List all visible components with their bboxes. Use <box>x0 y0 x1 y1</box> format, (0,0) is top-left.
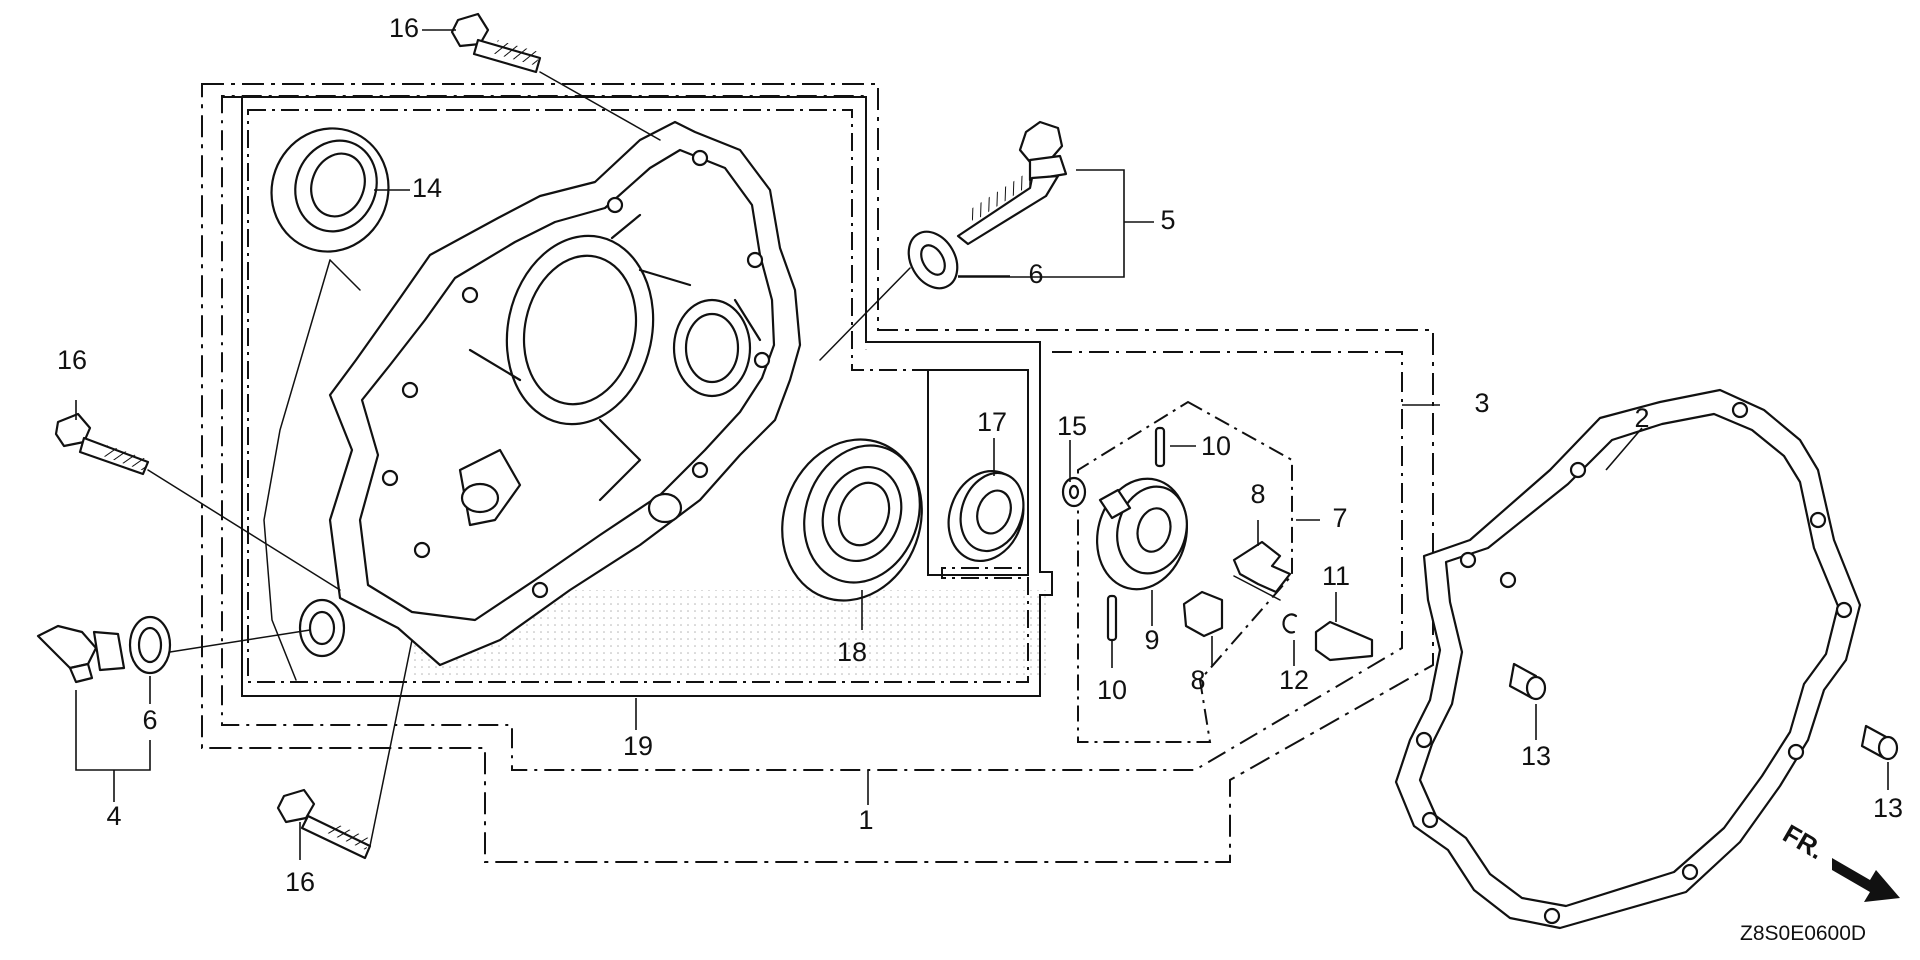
drain-plug-washer <box>128 615 172 675</box>
governor-pin-lower <box>1106 594 1118 642</box>
dowel-pin-b <box>1860 724 1899 761</box>
flange-bolt-bottom <box>276 788 372 860</box>
governor-clip <box>1282 613 1298 634</box>
callout-label: 16 <box>389 13 419 43</box>
callout-label: 9 <box>1144 625 1159 655</box>
callout-label: 19 <box>623 731 653 761</box>
callout-label: 16 <box>57 345 87 375</box>
group-outline-inner <box>247 109 1029 683</box>
front-direction-indicator: FR. <box>1778 818 1900 902</box>
callout-label: 6 <box>142 705 157 735</box>
callout-label: 14 <box>412 173 442 203</box>
callout-label: 18 <box>837 637 867 667</box>
callout-label: 8 <box>1250 479 1265 509</box>
drain-plug <box>36 624 126 684</box>
ball-bearing-large <box>781 438 923 602</box>
callout-label: 6 <box>1028 259 1043 289</box>
case-gasket <box>1394 388 1862 930</box>
callout-label: 12 <box>1279 665 1309 695</box>
callout-label: 16 <box>285 867 315 897</box>
governor-washer <box>1061 476 1087 508</box>
governor-gear <box>1095 477 1189 591</box>
callout-labels: 16 14 5 6 16 17 15 10 3 2 8 7 11 9 18 8 … <box>57 13 1903 897</box>
governor-pin-upper <box>1154 426 1166 468</box>
callout-label: 5 <box>1160 205 1175 235</box>
governor-slider-lower <box>1182 590 1224 638</box>
dowel-pin-a <box>1508 662 1547 701</box>
flange-bolt-top <box>450 12 542 74</box>
callout-label: 10 <box>1201 431 1231 461</box>
governor-slider-upper <box>1232 540 1292 594</box>
ball-bearing-small <box>947 469 1025 563</box>
gasket-bolt-holes <box>1415 401 1853 925</box>
dipstick-washer <box>907 230 959 290</box>
oil-dipstick <box>956 120 1068 246</box>
group-outline-17-box <box>927 369 1029 576</box>
callout-label: 10 <box>1097 675 1127 705</box>
group-outline-3 <box>221 95 1403 771</box>
callout-label: 3 <box>1474 388 1489 418</box>
callout-label: 11 <box>1322 561 1350 591</box>
diagram-code: Z8S0E0600D <box>1740 922 1866 945</box>
callout-label: 15 <box>1057 411 1087 441</box>
callout-label: 1 <box>858 805 873 835</box>
oil-seal <box>270 127 390 253</box>
callout-label: 7 <box>1332 503 1347 533</box>
flange-bolt-left <box>54 412 150 476</box>
callout-label: 13 <box>1521 741 1551 771</box>
governor-shaft <box>1314 620 1374 662</box>
front-label: FR. <box>1778 818 1829 865</box>
callout-label: 17 <box>977 407 1007 437</box>
cover-bolt-holes <box>381 149 771 599</box>
callout-label: 13 <box>1873 793 1903 823</box>
front-arrow-icon <box>1832 858 1900 902</box>
callout-label: 2 <box>1634 403 1649 433</box>
callout-label: 8 <box>1190 665 1205 695</box>
crankcase-cover <box>298 120 802 667</box>
group-outline-7 <box>1077 400 1293 743</box>
leader-lines <box>75 29 1889 860</box>
callout-label: 4 <box>106 801 121 831</box>
